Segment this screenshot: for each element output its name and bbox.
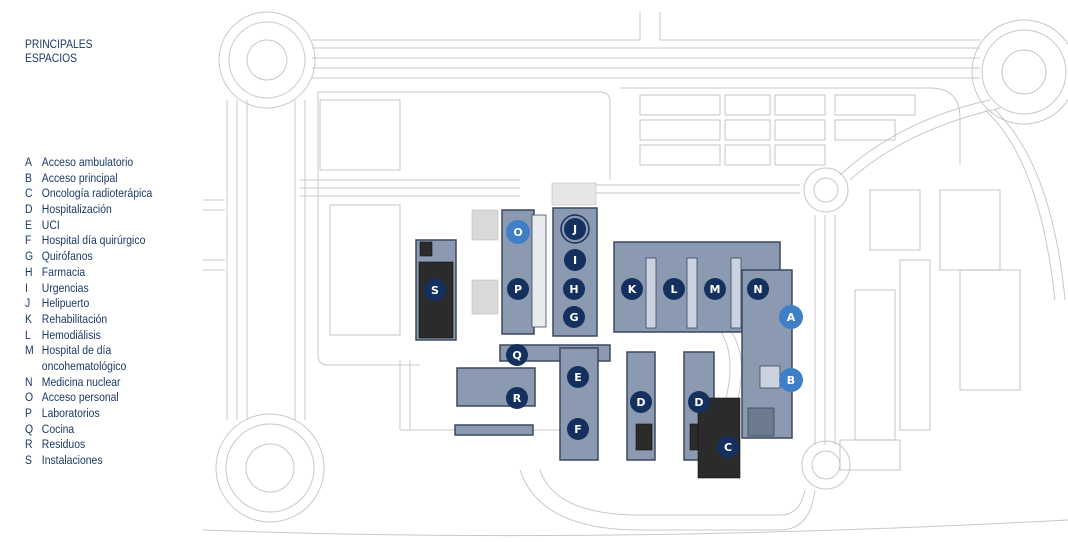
marker-c[interactable]: C — [717, 436, 739, 458]
marker-a[interactable]: A — [779, 305, 803, 329]
legend-title-line1: PRINCIPALES — [25, 37, 93, 51]
parking-lots — [319, 94, 1021, 471]
svg-text:E: E — [574, 371, 582, 384]
svg-text:O: O — [513, 226, 522, 239]
legend-title: PRINCIPALES ESPACIOS — [25, 37, 180, 65]
marker-i[interactable]: I — [564, 249, 586, 271]
building-south-strip — [454, 424, 534, 436]
road-network — [203, 11, 1068, 537]
marker-g[interactable]: G — [563, 306, 585, 328]
svg-text:S: S — [431, 284, 439, 297]
svg-text:N: N — [753, 283, 762, 296]
marker-h[interactable]: H — [563, 278, 585, 300]
svg-text:I: I — [573, 254, 577, 267]
marker-s[interactable]: S — [424, 279, 446, 301]
building-details — [531, 214, 781, 437]
svg-text:A: A — [787, 311, 796, 324]
marker-o[interactable]: O — [506, 220, 530, 244]
map-markers[interactable]: A B O J I H G P K L M N S Q R E F D D C — [424, 218, 803, 458]
marker-e[interactable]: E — [567, 366, 589, 388]
marker-d-left[interactable]: D — [630, 391, 652, 413]
svg-text:M: M — [710, 283, 721, 296]
svg-text:B: B — [787, 374, 795, 387]
service-areas — [471, 182, 597, 315]
marker-b[interactable]: B — [779, 368, 803, 392]
building-e-f — [559, 347, 599, 461]
svg-text:Q: Q — [512, 349, 521, 362]
marker-q[interactable]: Q — [506, 344, 528, 366]
svg-text:H: H — [569, 283, 578, 296]
marker-l[interactable]: L — [663, 278, 685, 300]
marker-k[interactable]: K — [621, 278, 643, 300]
svg-text:F: F — [574, 423, 582, 436]
svg-text:K: K — [628, 283, 637, 296]
svg-text:R: R — [513, 392, 522, 405]
svg-text:D: D — [694, 396, 703, 409]
svg-text:L: L — [670, 283, 677, 296]
svg-text:J: J — [572, 223, 577, 236]
marker-d-right[interactable]: D — [688, 391, 710, 413]
marker-r[interactable]: R — [506, 387, 528, 409]
marker-j[interactable]: J — [564, 218, 586, 240]
marker-n[interactable]: N — [747, 278, 769, 300]
marker-f[interactable]: F — [567, 418, 589, 440]
site-plan-map[interactable]: A B O J I H G P K L M N S Q R E F D D C — [203, 0, 1068, 542]
svg-text:P: P — [514, 283, 522, 296]
legend-item-m-continuation: oncohematológico — [41, 358, 127, 373]
svg-text:G: G — [569, 311, 578, 324]
svg-text:C: C — [724, 441, 732, 454]
legend-title-line2: ESPACIOS — [25, 51, 78, 65]
svg-text:D: D — [636, 396, 645, 409]
marker-p[interactable]: P — [507, 278, 529, 300]
marker-m[interactable]: M — [704, 278, 726, 300]
